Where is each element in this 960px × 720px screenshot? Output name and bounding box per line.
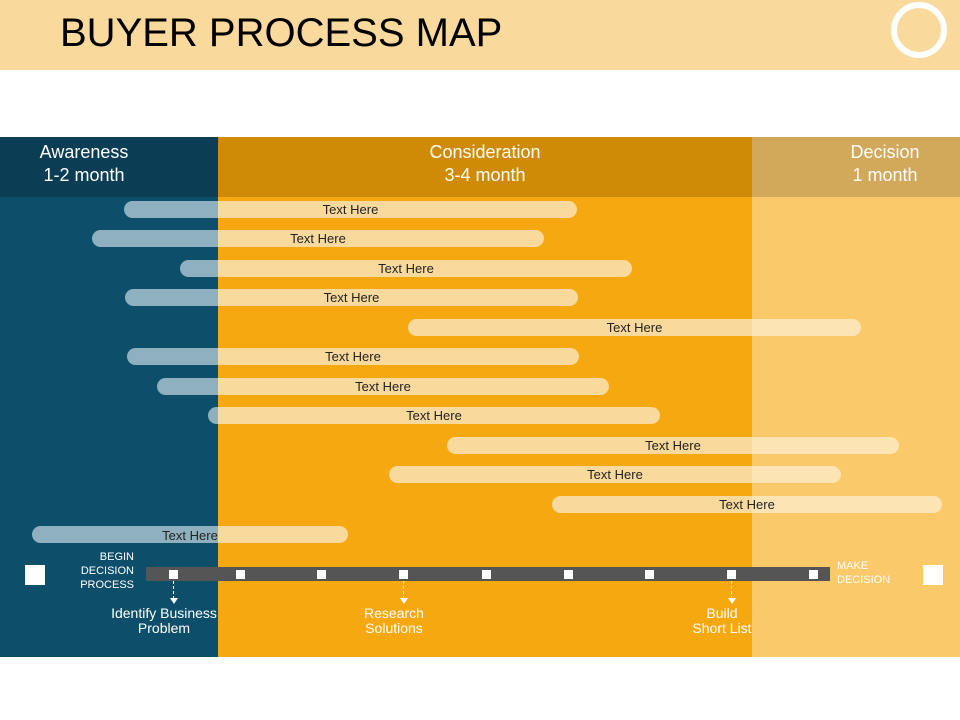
label-line: DECISION <box>80 565 134 577</box>
bar-segment-blue <box>180 260 218 277</box>
bar-label: Text Here <box>606 320 663 335</box>
label-line: BEGIN <box>99 551 134 563</box>
bar-segment-orange <box>218 378 609 395</box>
bar-segment-orange <box>218 230 544 247</box>
milestone-line: Solutions <box>365 620 423 636</box>
down-arrow-icon <box>728 598 736 604</box>
milestone-arrow-line <box>173 581 174 599</box>
bar-segment-blue <box>32 526 218 543</box>
bar-segment-blue <box>92 230 218 247</box>
down-arrow-icon <box>170 598 178 604</box>
milestone-line: Identify Business <box>111 605 217 621</box>
bar-label: Text Here <box>355 379 411 394</box>
circle-icon <box>891 2 947 58</box>
bar-label: Text Here <box>322 202 379 217</box>
bar-segment-blue <box>124 201 218 218</box>
phase-duration: 1 month <box>852 165 918 185</box>
bar-segment-light <box>752 496 942 513</box>
consideration-title: Consideration 3-4 month <box>218 141 752 187</box>
page-title: BUYER PROCESS MAP <box>60 11 503 55</box>
decision-header <box>752 137 960 197</box>
consideration-header <box>218 137 752 197</box>
phase-duration: 1-2 month <box>43 165 125 185</box>
bar-segment-light <box>752 466 841 483</box>
title-band <box>0 0 960 70</box>
label-line: DECISION <box>837 574 891 586</box>
bar-segment-orange <box>218 348 579 365</box>
label-line: MAKE <box>837 560 869 572</box>
make-decision-label: MAKE DECISION <box>837 559 890 587</box>
timeline-tick <box>727 570 736 579</box>
bar-segment-blue <box>157 378 218 395</box>
bar-segment-orange <box>218 289 578 306</box>
phase-name: Consideration <box>429 142 541 162</box>
milestone-identify-business-problem: Identify Business Problem <box>104 606 224 636</box>
bar-segment-orange <box>218 526 348 543</box>
bar-label: Text Here <box>406 408 462 423</box>
bar-label: Text Here <box>645 438 701 453</box>
timeline-tick <box>399 570 408 579</box>
bar-segment-orange <box>408 319 752 336</box>
label-line: PROCESS <box>80 579 134 591</box>
bar-segment-orange <box>552 496 752 513</box>
bar-segment-orange <box>389 466 752 483</box>
bar-segment-light <box>752 437 899 454</box>
bar-label: Text Here <box>162 528 218 543</box>
bar-label: Text Here <box>378 261 434 276</box>
timeline-tick <box>482 570 491 579</box>
timeline-tick <box>809 570 818 579</box>
awareness-title: Awareness 1-2 month <box>0 141 168 187</box>
bar-label: Text Here <box>719 497 775 512</box>
bar-segment-orange <box>218 407 660 424</box>
milestone-build-short-list: Build Short List <box>682 606 762 636</box>
milestone-arrow-line <box>731 581 732 599</box>
milestone-line: Problem <box>137 620 191 636</box>
milestone-research-solutions: Research Solutions <box>344 606 444 636</box>
bar-label: Text Here <box>323 290 380 305</box>
timeline-tick <box>564 570 573 579</box>
bar-label: Text Here <box>325 349 381 364</box>
milestone-arrow-line <box>403 581 404 599</box>
bar-segment-blue <box>208 407 218 424</box>
bar-label: Text Here <box>290 231 346 246</box>
begin-square-icon <box>25 565 45 585</box>
awareness-header <box>0 137 218 197</box>
down-arrow-icon <box>400 598 408 604</box>
begin-decision-label: BEGIN DECISION PROCESS <box>60 550 134 592</box>
bar-segment-blue <box>125 289 218 306</box>
bar-segment-blue <box>127 348 218 365</box>
timeline-tick <box>236 570 245 579</box>
bar-label: Text Here <box>587 467 643 482</box>
phase-name: Awareness <box>39 142 129 162</box>
timeline-tick <box>317 570 326 579</box>
phase-duration: 3-4 month <box>444 165 526 185</box>
milestone-line: Build <box>706 605 738 621</box>
bar-segment-orange <box>218 260 632 277</box>
bar-segment-light <box>752 319 861 336</box>
phase-name: Decision <box>850 142 920 162</box>
timeline-tick <box>169 570 178 579</box>
milestone-line: Research <box>364 605 424 621</box>
bar-segment-orange <box>447 437 752 454</box>
decision-title: Decision 1 month <box>818 141 952 187</box>
timeline-tick <box>645 570 654 579</box>
bar-segment-orange <box>218 201 577 218</box>
end-square-icon <box>923 565 943 585</box>
milestone-line: Short List <box>692 620 752 636</box>
